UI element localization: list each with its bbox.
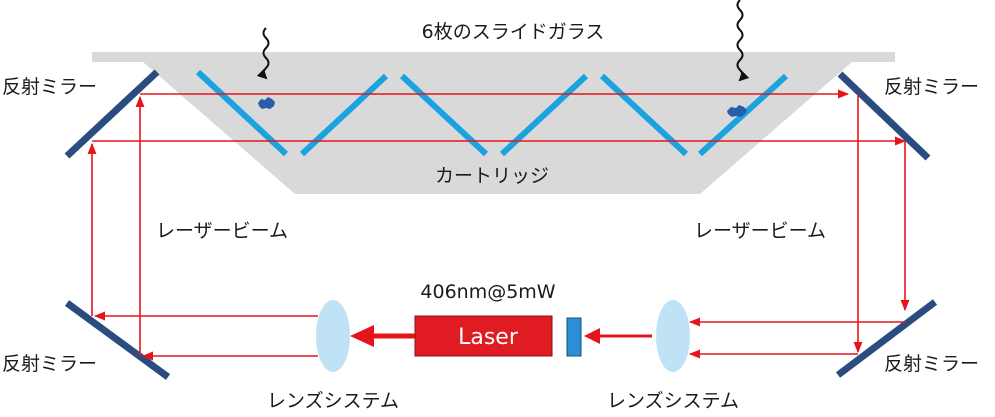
mirror-bottom-right-label: 反射ミラー (884, 353, 979, 375)
lens-left-label: レンズシステム (267, 390, 399, 412)
detector-arrow-head (584, 328, 600, 344)
mirror-bottom-left-label: 反射ミラー (2, 353, 97, 375)
particle-right-icon (727, 105, 747, 117)
mirror-bottom-right (835, 299, 938, 378)
incoming-wave-right-icon (736, 0, 750, 82)
mirrors (64, 69, 938, 380)
mirror-top-right-label: 反射ミラー (884, 76, 979, 98)
slides-label: 6枚のスライドガラス (422, 21, 605, 43)
particle-left-icon (258, 97, 275, 109)
laser-spec-label: 406nm@5mW (420, 281, 555, 303)
detector (566, 317, 582, 357)
lens-right-label: レンズシステム (607, 390, 739, 412)
cartridge-label: カートリッジ (435, 165, 549, 187)
laser-label: Laser (458, 325, 519, 350)
beam-right-label: レーザービーム (694, 220, 826, 242)
cartridge (92, 52, 895, 194)
laser-body (414, 315, 553, 357)
laser-beams (87, 89, 910, 361)
beam-left-label: レーザービーム (156, 220, 288, 242)
mirror-top-right (837, 71, 931, 161)
lens-right (656, 300, 690, 372)
laser-output-arrow-head (350, 325, 374, 347)
thick-arrows (350, 325, 652, 347)
mirror-top-left-label: 反射ミラー (2, 76, 97, 98)
mirror-bottom-left (64, 300, 171, 380)
lens-left (316, 300, 350, 372)
mirror-top-left (64, 69, 160, 159)
incoming-wave-left-icon (256, 27, 270, 80)
